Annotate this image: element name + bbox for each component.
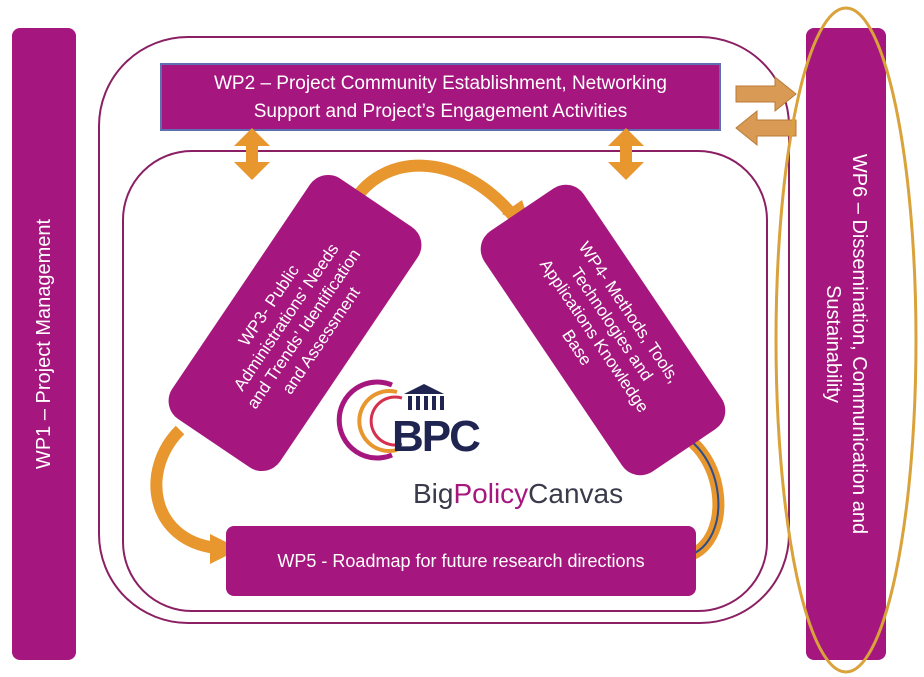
arrow-to-wp6 bbox=[735, 75, 797, 113]
wp6-box bbox=[806, 28, 886, 660]
wp2-line1: WP2 – Project Community Establishment, N… bbox=[214, 73, 667, 94]
curve-wp3-to-wp4 bbox=[344, 159, 520, 222]
wp2-box: WP2 – Project Community Establishment, N… bbox=[160, 63, 721, 131]
wp2-line2: Support and Project’s Engagement Activit… bbox=[253, 101, 628, 122]
curve-wp3-to-wp5 bbox=[150, 425, 217, 554]
arrow-from-wp6 bbox=[735, 109, 797, 147]
wp5-label: WP5 - Roadmap for future research direct… bbox=[277, 551, 645, 571]
inner-frame bbox=[122, 150, 768, 612]
curve-wp3-to-wp5-head bbox=[210, 534, 240, 564]
bpc-logo-letters: BPC bbox=[392, 412, 481, 461]
double-arrow-right bbox=[608, 128, 644, 180]
bigpolicycanvas-wordmark: BigPolicyCanvas bbox=[413, 478, 623, 510]
bpc-logo-mark bbox=[336, 379, 444, 461]
wordmark-canvas: Canvas bbox=[528, 478, 624, 509]
double-arrow-left bbox=[234, 128, 270, 180]
wp1-box bbox=[12, 28, 76, 660]
outer-frame bbox=[98, 36, 790, 624]
wp5-box: WP5 - Roadmap for future research direct… bbox=[226, 526, 696, 596]
wordmark-policy: Policy bbox=[453, 478, 529, 509]
wp6-highlight-ellipse bbox=[774, 6, 918, 674]
wordmark-big: Big bbox=[413, 478, 454, 509]
